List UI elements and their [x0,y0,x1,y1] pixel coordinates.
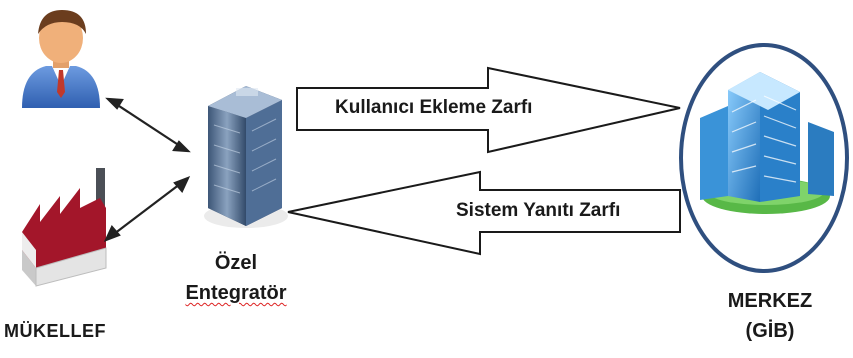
bottom-arrow-label: Sistem Yanıtı Zarfı [456,200,621,221]
factory-icon [22,168,107,287]
government-building-icon [679,43,849,273]
center-label-line1: MERKEZ [727,290,813,312]
user-icon [22,10,100,108]
center-label-line2: (GİB) [745,320,795,342]
integrator-label-line2: Entegratör [185,282,287,304]
top-arrow-label: Kullanıcı Ekleme Zarfı [335,97,533,118]
integrator-label-line1: Özel [214,252,258,274]
user-integrator-connector [105,97,191,153]
office-tower-icon [204,86,288,228]
top-arrow [296,66,681,154]
integrator-label: Özel Entegratör [176,248,296,308]
taxpayer-label: MÜKELLEF [4,321,106,341]
taxpayer-integrator-connector [103,176,191,242]
bottom-arrow [287,170,681,256]
center-label: MERKEZ (GİB) [720,286,820,346]
